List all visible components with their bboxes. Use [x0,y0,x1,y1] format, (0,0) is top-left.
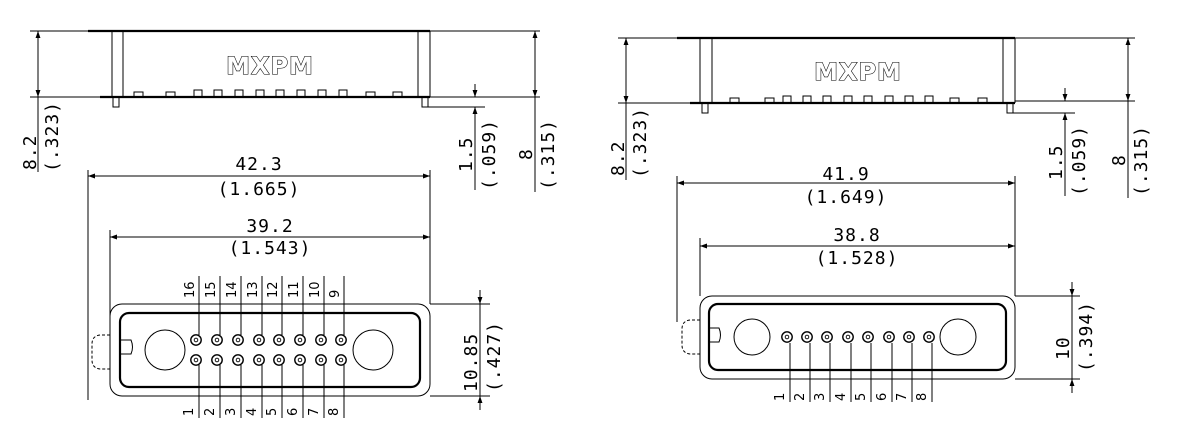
right-mount-pitch-mm: 38.8 [833,225,880,246]
left-brand-label: MXPM [226,52,314,80]
right-standoff-mm: 1.5 [1046,144,1067,180]
left-width-dimensions: 42.3 (1.665) 39.2 (1.543) [87,154,431,400]
left-flange-height-dimension: 10.85 (.427) [430,290,505,410]
left-pin-label-16: 16 [183,281,198,298]
right-pin-4 [842,331,854,343]
left-standoff-mm: 1.5 [456,136,477,172]
left-flange-height-in: (.427) [484,321,505,392]
left-flange-height-mm: 10.85 [461,333,482,392]
right-pin-7 [903,331,915,343]
right-pin-label-7: 7 [895,393,910,401]
right-pin-label-8: 8 [915,393,930,401]
left-pin-label-12: 12 [266,281,281,298]
left-pin-label-8: 8 [327,408,342,416]
left-pin-label-3: 3 [224,408,239,416]
left-pin-9 [335,334,347,346]
left-pin-14 [232,334,244,346]
left-standoff-in: (.059) [479,119,500,190]
right-mount-pitch-in: (1.528) [816,248,899,269]
left-pin-label-13: 13 [246,281,261,298]
right-overall-width-mm: 41.9 [822,164,869,185]
right-width-dimensions: 41.9 (1.649) 38.8 (1.528) [676,164,1016,322]
left-height-dimension: 8.2 (.323) [20,30,100,172]
right-brand-label: MXPM [814,58,902,86]
left-overall-width-in: (1.665) [218,179,301,200]
right-right-dimensions: 1.5 (.059) 8 (.315) [1013,37,1152,198]
right-pin-row [781,331,935,343]
right-pin-3 [821,331,833,343]
right-side-view: MXPM [677,36,1016,114]
right-body-height-in: (.315) [1131,125,1152,196]
right-pin-6 [883,331,895,343]
right-pin-label-1: 1 [773,393,788,401]
left-body-height-mm: 8 [516,148,537,160]
left-pin-label-2: 2 [203,408,218,416]
left-pin-6 [294,354,306,366]
right-standoff-in: (.059) [1069,125,1090,196]
left-pin-5 [273,354,285,366]
left-mount-pitch-in: (1.543) [229,238,312,259]
left-overall-width-mm: 42.3 [235,154,282,175]
left-front-view [91,303,431,397]
left-pin-grid [190,334,347,366]
right-flange-height-mm: 10 [1053,336,1074,360]
left-pin-label-7: 7 [307,408,322,416]
right-pin-label-5: 5 [854,393,869,401]
left-contact-stubs [133,89,403,98]
left-pin-3 [232,354,244,366]
right-flange-height-dimension: 10 (.394) [1015,282,1097,393]
left-pin-11 [294,334,306,346]
right-pin-2 [801,331,813,343]
left-pin-12 [273,334,285,346]
left-pin-1 [190,354,202,366]
left-pin-label-11: 11 [287,281,302,298]
right-height-in: (.323) [630,107,651,178]
left-pin-label-6: 6 [286,408,301,416]
right-height-mm: 8.2 [608,140,629,176]
right-pin-5 [862,331,874,343]
right-height-dimension: 8.2 (.323) [608,37,690,180]
left-side-view: MXPM [88,29,431,108]
right-front-view [681,295,1016,380]
left-height-in: (.323) [42,101,63,172]
right-pin-label-2: 2 [793,393,808,401]
left-pin-10 [315,334,327,346]
left-mount-pitch-mm: 39.2 [246,216,293,237]
right-pin-label-3: 3 [813,393,828,401]
right-body-height-mm: 8 [1109,154,1130,166]
left-pin-7 [315,354,327,366]
left-right-dimensions: 1.5 (.059) 8 (.315) [428,30,559,192]
left-drawing: MXPM 8.2 (.323) 1.5 (.059) 8 (.315) [20,29,559,418]
left-height-mm: 8.2 [20,134,41,170]
left-pin-15 [211,334,223,346]
left-pin-label-10: 10 [308,281,323,298]
right-pin-1 [781,331,793,343]
left-pin-label-4: 4 [245,408,260,416]
left-pin-16 [190,334,202,346]
right-pin-8 [923,331,935,343]
left-pin-8 [335,354,347,366]
right-pin-label-6: 6 [875,393,890,401]
left-pin-2 [211,354,223,366]
left-pin-label-9: 9 [328,290,343,298]
left-pin-13 [253,334,265,346]
right-pin-label-4: 4 [834,393,849,401]
left-pin-label-14: 14 [225,281,240,298]
left-body-height-in: (.315) [538,119,559,190]
right-contact-stubs [729,95,988,104]
left-pin-label-15: 15 [204,281,219,298]
left-pin-4 [253,354,265,366]
right-overall-width-in: (1.649) [805,187,888,208]
left-pin-label-1: 1 [182,408,197,416]
right-drawing: MXPM 8.2 (.323) 1.5 (.059) 8 (.315) [608,36,1152,402]
right-flange-height-in: (.394) [1076,301,1097,372]
left-pin-label-5: 5 [265,408,280,416]
